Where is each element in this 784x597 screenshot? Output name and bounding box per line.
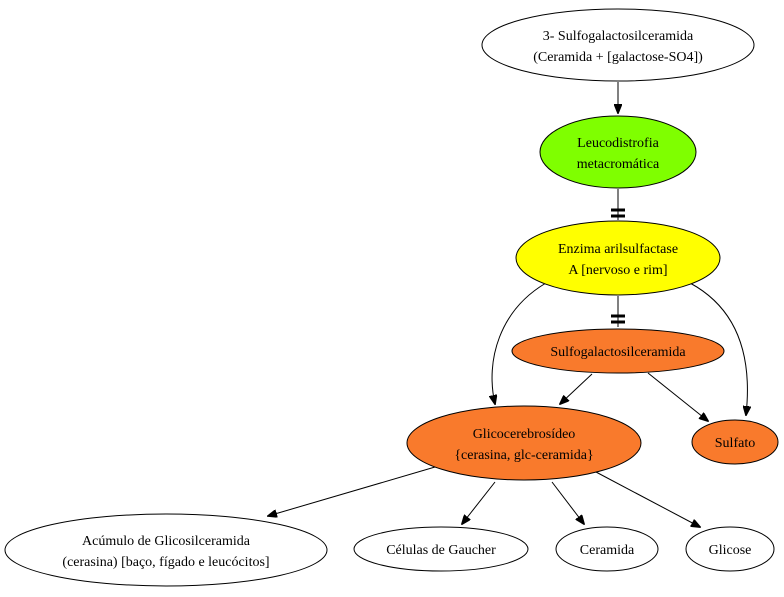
node-acumulo-glicosilceramida: Acúmulo de Glicosilceramida (cerasina) [… <box>4 513 328 587</box>
node-glicose: Glicose <box>685 526 775 572</box>
node-label: A [nervoso e rim] <box>568 263 667 278</box>
edge-glicocerebrosideo-to-ceramida <box>551 481 584 524</box>
node-label: Leucodistrofia <box>577 136 659 151</box>
node-sulfato: Sulfato <box>691 419 779 465</box>
node-leucodistrofia-metacromatica: Leucodistrofia metacromática <box>539 115 697 189</box>
edge-glicocerebrosideo-to-celulas-gaucher <box>462 481 496 524</box>
node-sulfogalactosilceramida: Sulfogalactosilceramida <box>511 328 725 374</box>
node-label: Células de Gaucher <box>386 543 496 558</box>
node-3-sulfogalactosilceramida: 3- Sulfogalactosilceramida (Ceramida + [… <box>481 8 755 82</box>
edge-enzima-to-sulfato <box>689 282 747 415</box>
node-label: (cerasina) [baço, fígado e leucócitos] <box>62 555 269 570</box>
node-label: Enzima arilsulfactase <box>558 242 678 257</box>
node-celulas-de-gaucher: Células de Gaucher <box>353 526 529 572</box>
edge-glicocerebrosideo-to-acumulo <box>268 466 436 516</box>
edges <box>268 82 747 527</box>
node-label: metacromática <box>577 157 660 172</box>
node-glicocerebrosideo: Glicocerebrosídeo {cerasina, glc-ceramid… <box>406 405 642 481</box>
node-ceramida: Ceramida <box>555 526 659 572</box>
edge-enzima-to-glicocerebrosideo <box>492 282 547 404</box>
node-label: Sulfogalactosilceramida <box>550 345 686 360</box>
node-label: Acúmulo de Glicosilceramida <box>82 534 251 549</box>
edge-sulfogalactosilceramida-to-glicocerebrosideo <box>560 373 593 404</box>
node-label: Glicocerebrosídeo <box>473 427 576 442</box>
node-label: Sulfato <box>715 436 755 451</box>
edge-glicocerebrosideo-to-glicose <box>595 471 700 527</box>
node-label: (Ceramida + [galactose-SO4]) <box>533 50 703 65</box>
node-label: Ceramida <box>580 543 635 558</box>
node-label: Glicose <box>709 543 752 558</box>
node-label: {cerasina, glc-ceramida} <box>454 448 593 463</box>
node-enzima-arilsulfactase: Enzima arilsulfactase A [nervoso e rim] <box>515 220 721 296</box>
node-label: 3- Sulfogalactosilceramida <box>543 29 694 44</box>
edge-sulfogalactosilceramida-to-sulfato <box>647 372 708 421</box>
